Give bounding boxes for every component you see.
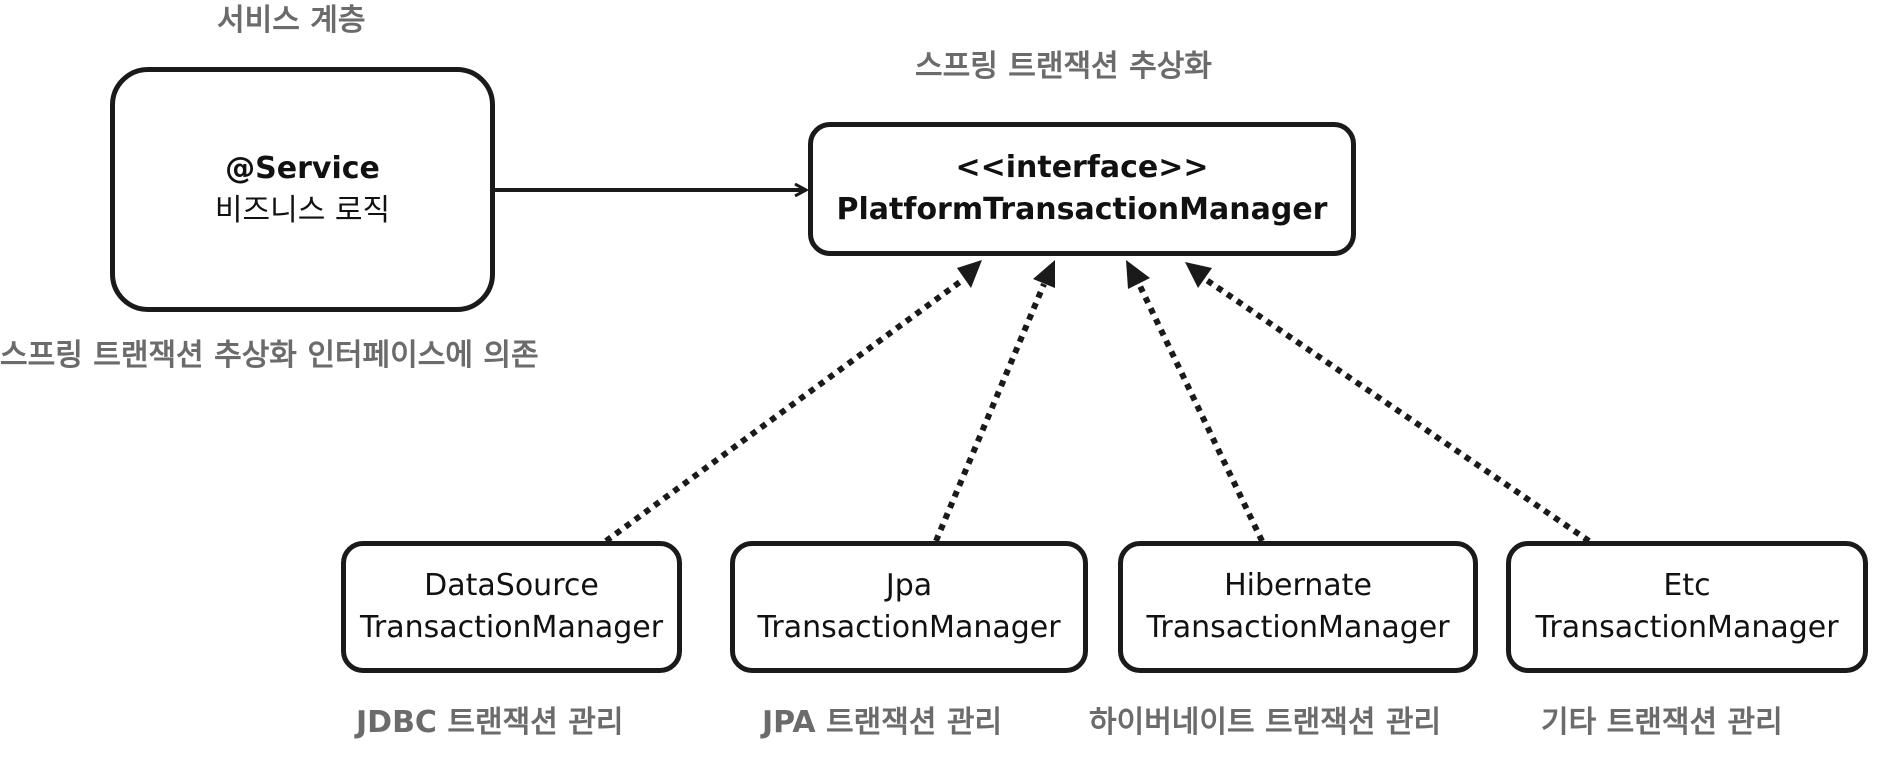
impl-name: DataSource — [424, 568, 599, 603]
realization-arrow-datasource — [604, 260, 982, 544]
abstraction-caption: 스프링 트랜잭션 추상화 — [915, 49, 1212, 84]
impl-suffix: TransactionManager — [359, 610, 664, 645]
impl-name: Etc — [1663, 568, 1711, 603]
impl-suffix: TransactionManager — [1535, 610, 1839, 645]
interface-name: PlatformTransactionManager — [836, 192, 1328, 227]
impl-name: Hibernate — [1224, 568, 1372, 603]
etc-caption: 기타 트랜잭션 관리 — [1541, 705, 1783, 740]
jpa-caption: JPA 트랜잭션 관리 — [762, 705, 1003, 740]
service-box: @Service 비즈니스 로직 — [110, 67, 495, 312]
hibernate-transaction-manager-box: Hibernate TransactionManager — [1118, 541, 1478, 673]
realization-arrow-etc — [1185, 262, 1591, 544]
service-layer-caption: 서비스 계층 — [217, 3, 366, 38]
hibernate-caption: 하이버네이트 트랜잭션 관리 — [1089, 705, 1442, 740]
etc-transaction-manager-box: Etc TransactionManager — [1506, 541, 1868, 673]
interface-stereotype: <<interface>> — [955, 150, 1209, 185]
realization-arrow-jpa — [933, 260, 1055, 543]
impl-name: Jpa — [885, 568, 933, 603]
realization-arrow-hibernate — [1126, 260, 1265, 543]
datasource-transaction-manager-box: DataSource TransactionManager — [341, 541, 682, 673]
service-dependency-note: 스프링 트랜잭션 추상화 인터페이스에 의존 — [0, 338, 539, 373]
platform-transaction-manager-box: <<interface>> PlatformTransactionManager — [808, 122, 1356, 256]
jdbc-caption: JDBC 트랜잭션 관리 — [356, 705, 624, 740]
impl-suffix: TransactionManager — [757, 610, 1061, 645]
service-annotation: @Service — [225, 150, 380, 186]
impl-suffix: TransactionManager — [1146, 610, 1450, 645]
service-description: 비즈니스 로직 — [214, 192, 391, 228]
jpa-transaction-manager-box: Jpa TransactionManager — [730, 541, 1088, 673]
